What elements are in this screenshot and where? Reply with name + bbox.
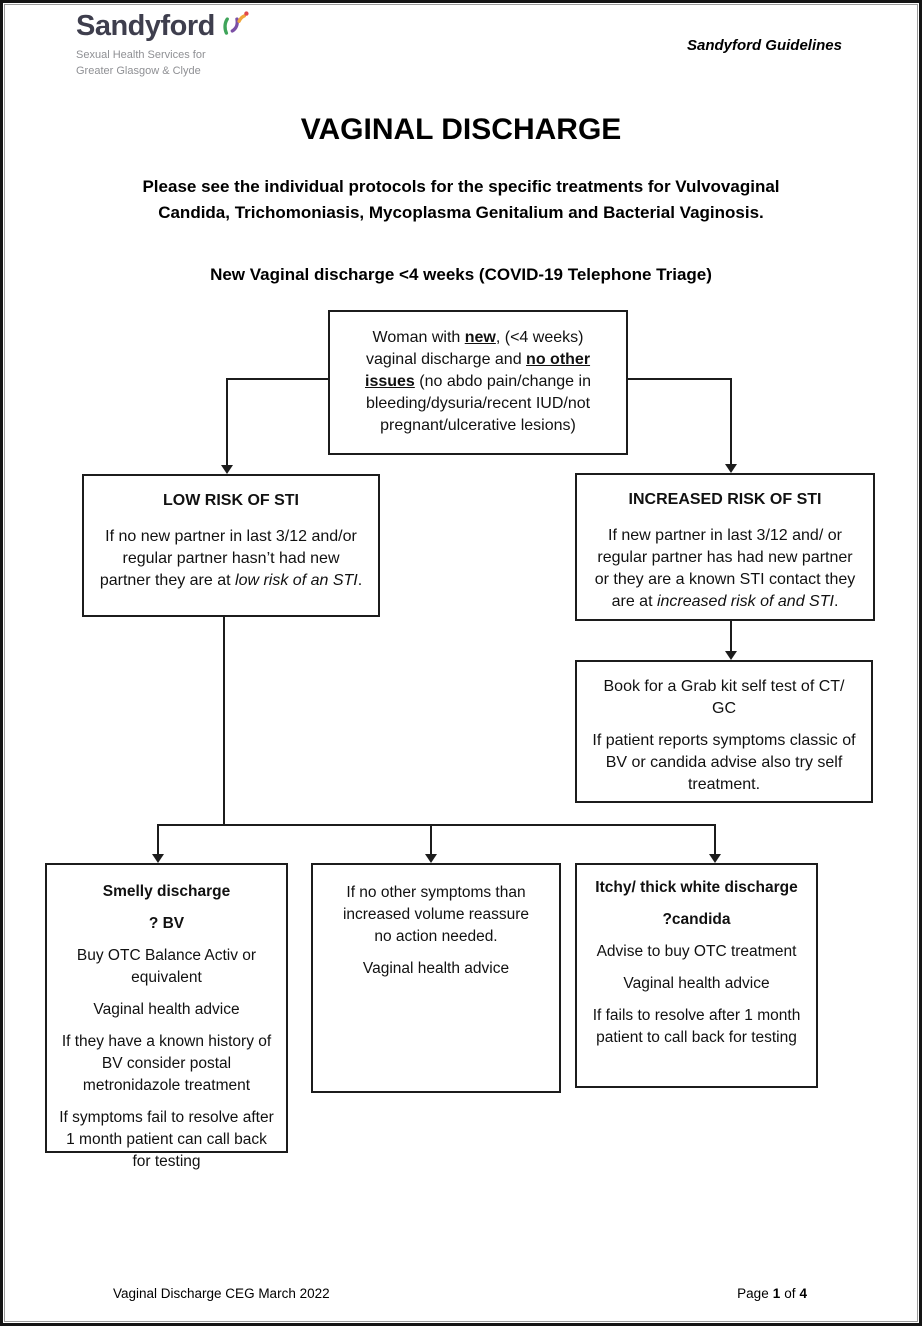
itchy-heading: Itchy/ thick white discharge	[595, 879, 798, 896]
smelly-para-4: If symptoms fail to resolve after 1 mont…	[59, 1109, 274, 1170]
guidelines-label: Sandyford Guidelines	[686, 37, 842, 54]
smelly-query-bv: ? BV	[148, 915, 185, 932]
itchy-query-candida: ?candida	[662, 911, 731, 928]
itchy-para-2: Vaginal health advice	[623, 975, 770, 992]
low-risk-heading: LOW RISK OF STI	[163, 492, 299, 509]
connector-branch-h	[157, 824, 716, 826]
itchy-para-1: Advise to buy OTC treatment	[596, 943, 797, 960]
flow-box-low-risk: LOW RISK OF STI If no new partner in las…	[82, 474, 380, 617]
connector-low-to-branch-v	[223, 617, 225, 824]
footer-page-number: 1	[772, 1286, 781, 1301]
logo-swirl-icon	[223, 11, 249, 35]
footer-document-label: Vaginal Discharge CEG March 2022	[113, 1286, 330, 1301]
flow-box-increased-risk: INCREASED RISK OF STI If new partner in …	[575, 473, 875, 621]
footer-of-word: of	[784, 1286, 796, 1301]
smelly-para-1: Buy OTC Balance Activ or equivalent	[76, 947, 257, 986]
logo-tagline: Sexual Health Services for Greater Glasg…	[76, 48, 249, 80]
page-title: VAGINAL DISCHARGE	[300, 113, 622, 146]
book-test-para-1: Book for a Grab kit self test of CT/ GC	[603, 678, 845, 717]
increased-risk-body: If new partner in last 3/12 and/ or regu…	[594, 527, 856, 610]
arrowhead-book-test	[725, 651, 737, 660]
tagline-line-2: Greater Glasgow & Clyde	[76, 65, 201, 78]
smelly-heading: Smelly discharge	[102, 883, 231, 900]
increased-risk-heading: INCREASED RISK OF STI	[628, 491, 822, 508]
connector-root-to-low-h	[227, 378, 328, 380]
arrowhead-increased-risk	[725, 464, 737, 473]
connector-root-to-low-v	[226, 378, 228, 465]
arrowhead-itchy	[709, 854, 721, 863]
connector-branch-to-itchy-v	[714, 824, 716, 854]
section-subtitle: New Vaginal discharge <4 weeks (COVID-19…	[210, 265, 712, 284]
reassure-para-2: Vaginal health advice	[362, 960, 510, 977]
connector-root-to-inc-v	[730, 378, 732, 464]
smelly-para-3: If they have a known history of BV consi…	[61, 1033, 272, 1094]
connector-inc-to-book-v	[730, 621, 732, 651]
connector-branch-to-reassure-v	[430, 824, 432, 854]
root-box-text: Woman with new, (<4 weeks) vaginal disch…	[365, 329, 591, 434]
arrowhead-reassure	[425, 854, 437, 863]
arrowhead-low-risk	[221, 465, 233, 474]
itchy-para-3: If fails to resolve after 1 month patien…	[592, 1007, 801, 1046]
connector-branch-to-smelly-v	[157, 824, 159, 854]
intro-text: Please see the individual protocols for …	[142, 177, 780, 222]
flow-box-itchy-discharge: Itchy/ thick white discharge ?candida Ad…	[575, 863, 818, 1088]
flow-box-smelly-discharge: Smelly discharge ? BV Buy OTC Balance Ac…	[45, 863, 288, 1170]
tagline-line-1: Sexual Health Services for	[76, 49, 206, 62]
sandyford-logo: Sandyford Sexual Health Services for Gre…	[76, 11, 249, 80]
reassure-para-1: If no other symptoms than increased volu…	[342, 884, 530, 945]
low-risk-body: If no new partner in last 3/12 and/or re…	[99, 528, 363, 589]
flow-box-reassure: If no other symptoms than increased volu…	[311, 863, 561, 1093]
footer-page-indicator: Page 1 of 4	[737, 1286, 807, 1301]
arrowhead-smelly	[152, 854, 164, 863]
logo-wordmark: Sandyford	[76, 10, 215, 42]
book-test-para-2: If patient reports symptoms classic of B…	[592, 732, 856, 793]
flow-box-root: Woman with new, (<4 weeks) vaginal disch…	[328, 310, 628, 455]
footer-page-total: 4	[799, 1286, 807, 1301]
footer-page-word: Page	[737, 1286, 769, 1301]
flow-box-book-test: Book for a Grab kit self test of CT/ GC …	[575, 660, 873, 803]
smelly-para-2: Vaginal health advice	[93, 1001, 240, 1018]
connector-root-to-inc-h	[628, 378, 732, 380]
